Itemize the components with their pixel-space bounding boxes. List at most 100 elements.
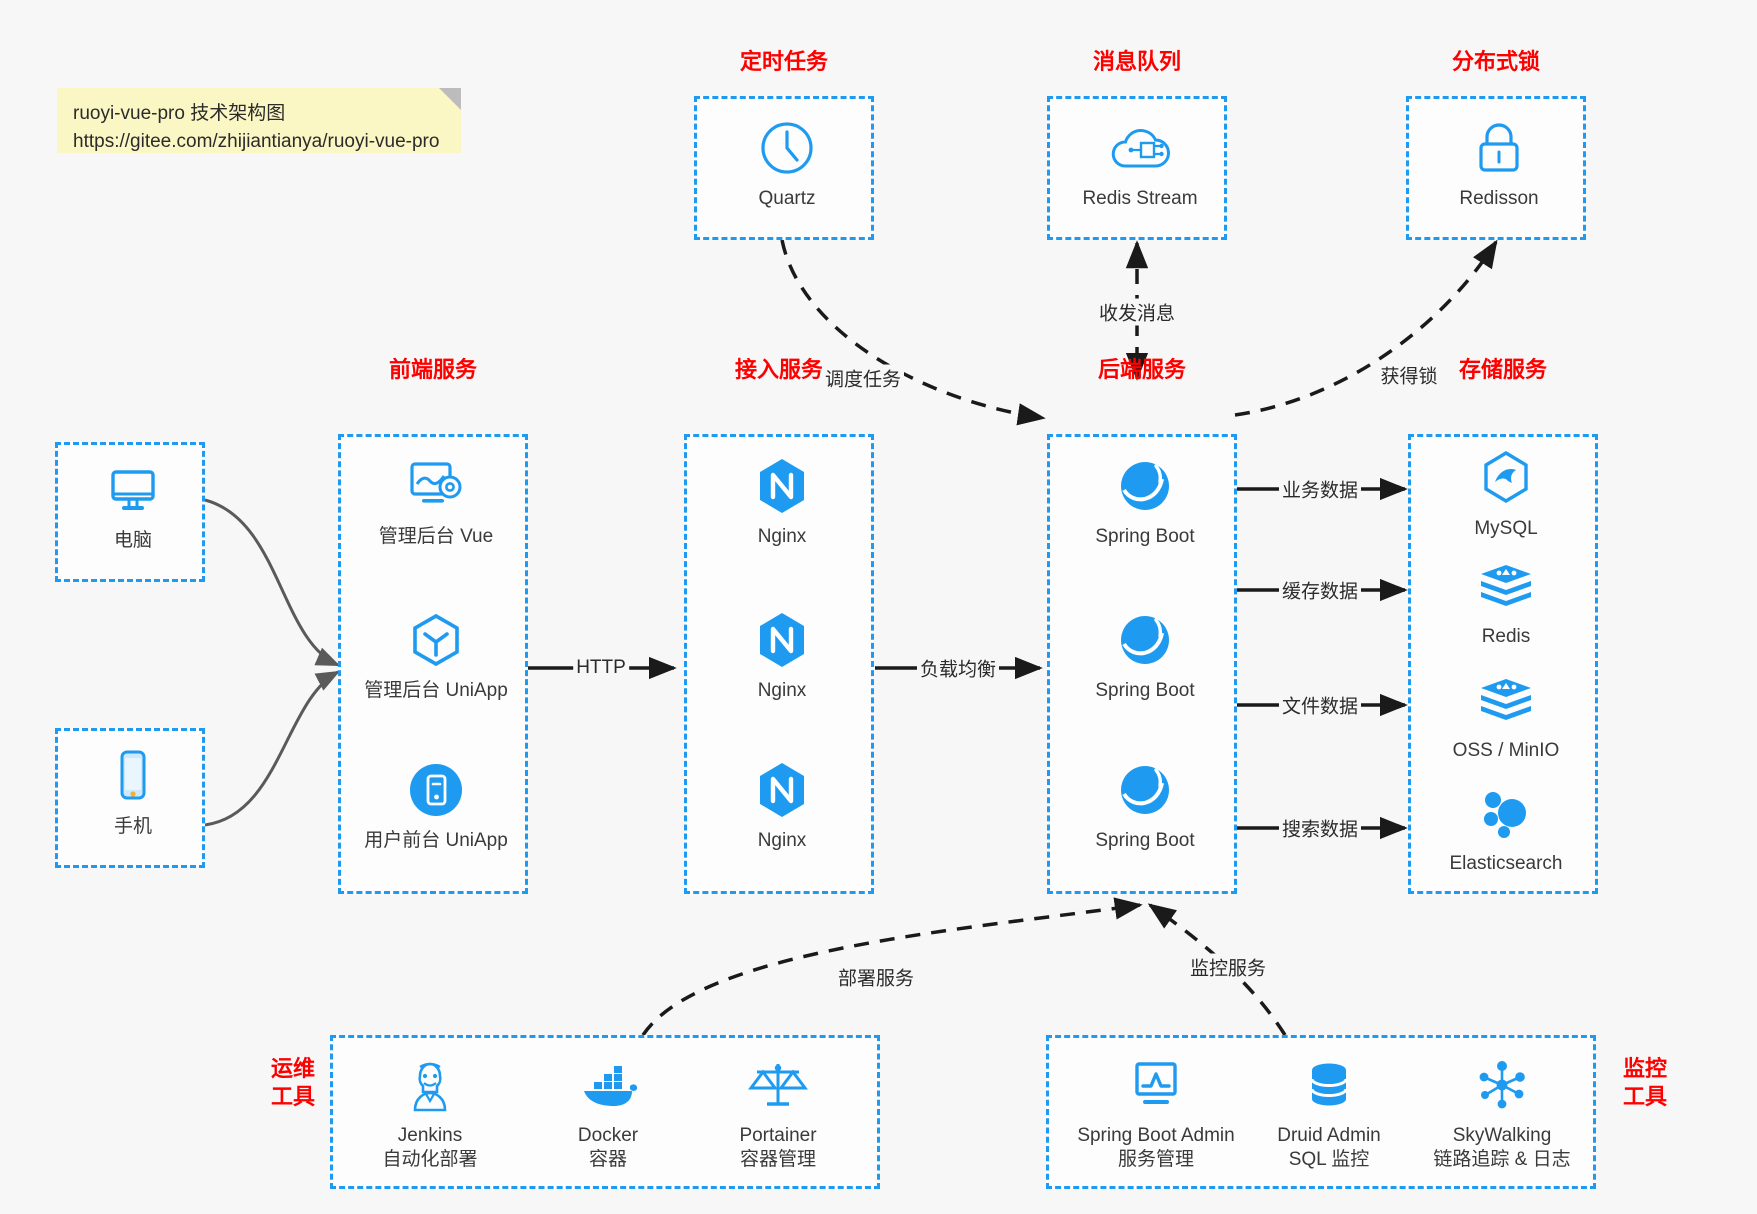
node-redisson[interactable]: Redisson — [1424, 117, 1574, 211]
node-skywalking[interactable]: SkyWalking 链路追踪 & 日志 — [1407, 1054, 1597, 1173]
edge-label-deploy-service: 部署服务 — [834, 963, 918, 991]
spring-boot-icon — [1070, 609, 1220, 671]
group-title-backend: 后端服务 — [1097, 357, 1186, 382]
mysql-icon — [1431, 447, 1581, 509]
node-sublabel: 容器 — [588, 1149, 627, 1171]
node-label: Druid Admin — [1277, 1125, 1381, 1146]
edge-label-send-receive-message: 收发消息 — [1095, 298, 1179, 326]
group-box-distributed-lock: Redisson — [1406, 96, 1586, 240]
nginx-icon — [707, 455, 857, 517]
node-portainer[interactable]: Portainer 容器管理 — [703, 1054, 853, 1173]
group-title-devops-line2: 工具 — [270, 1083, 315, 1109]
node-redis[interactable]: Redis — [1431, 555, 1581, 649]
edge-label-schedule-task: 调度任务 — [821, 364, 905, 392]
note-line-1: ruoyi-vue-pro 技术架构图 — [73, 103, 286, 124]
group-box-message-queue: Redis Stream — [1047, 96, 1227, 240]
node-spring-boot-admin[interactable]: Spring Boot Admin 服务管理 — [1061, 1054, 1251, 1173]
node-oss-minio[interactable]: OSS / MinIO — [1431, 669, 1581, 763]
node-label: Spring Boot — [1095, 526, 1195, 547]
edge-label-monitor-service: 监控服务 — [1186, 953, 1270, 981]
group-title-monitor-line1: 监控 — [1622, 1056, 1667, 1081]
edge-label-http: HTTP — [573, 657, 629, 679]
node-sublabel: SQL 监控 — [1288, 1149, 1370, 1171]
group-box-frontend: 管理后台 Vue 管理后台 UniApp 用户前台 UniApp — [338, 434, 528, 894]
note-line-2: https://gitee.com/zhijiantianya/ruoyi-vu… — [73, 130, 440, 152]
node-jenkins[interactable]: Jenkins 自动化部署 — [355, 1054, 505, 1173]
node-label: Redis Stream — [1082, 188, 1198, 209]
docker-whale-icon — [533, 1054, 683, 1116]
group-title-distributed-lock: 分布式锁 — [1451, 49, 1540, 74]
node-label: OSS / MinIO — [1452, 740, 1560, 761]
group-title-devops-line1: 运维 — [270, 1056, 315, 1081]
node-sublabel: 服务管理 — [1117, 1149, 1194, 1171]
node-spring-boot-2[interactable]: Spring Boot — [1070, 609, 1220, 703]
node-user-uniapp[interactable]: 用户前台 UniApp — [361, 759, 511, 853]
node-label: 电脑 — [113, 530, 152, 551]
edge-label-search-data: 搜索数据 — [1278, 814, 1362, 842]
node-label: Nginx — [757, 680, 807, 701]
node-desktop[interactable]: 电脑 — [58, 459, 208, 553]
node-quartz[interactable]: Quartz — [712, 117, 862, 211]
node-label: Spring Boot Admin — [1077, 1125, 1235, 1146]
node-mobile[interactable]: 手机 — [58, 745, 208, 839]
mobile-app-icon — [361, 759, 511, 821]
redis-icon — [1431, 555, 1581, 617]
group-title-monitor: 监控 工具 — [1610, 1055, 1680, 1110]
group-box-storage: MySQL Redis — [1408, 434, 1598, 894]
node-spring-boot-1[interactable]: Spring Boot — [1070, 455, 1220, 549]
jenkins-butler-icon — [355, 1054, 505, 1116]
node-spring-boot-3[interactable]: Spring Boot — [1070, 759, 1220, 853]
node-admin-uniapp[interactable]: 管理后台 UniApp — [361, 609, 511, 703]
node-label: SkyWalking — [1452, 1125, 1552, 1146]
dashboard-gear-icon — [361, 455, 511, 517]
node-nginx-3[interactable]: Nginx — [707, 759, 857, 853]
node-label: 管理后台 UniApp — [364, 680, 508, 701]
group-title-gateway: 接入服务 — [734, 357, 823, 382]
node-nginx-2[interactable]: Nginx — [707, 609, 857, 703]
clock-icon — [712, 117, 862, 179]
node-label: 用户前台 UniApp — [364, 830, 508, 851]
group-title-devops: 运维 工具 — [258, 1055, 328, 1110]
spring-boot-icon — [1070, 759, 1220, 821]
node-label: Elasticsearch — [1449, 853, 1563, 874]
node-label: Redisson — [1459, 188, 1539, 209]
edge-label-acquire-lock: 获得锁 — [1377, 361, 1441, 389]
desktop-computer-icon — [58, 459, 208, 521]
group-box-devops: Jenkins 自动化部署 Docker — [330, 1035, 880, 1189]
node-mysql[interactable]: MySQL — [1431, 447, 1581, 541]
edge-label-load-balance: 负载均衡 — [916, 654, 1000, 682]
scales-balance-icon — [703, 1054, 853, 1116]
spring-boot-icon — [1070, 455, 1220, 517]
node-label: Spring Boot — [1095, 830, 1195, 851]
node-label: Portainer — [739, 1125, 817, 1146]
node-elasticsearch[interactable]: Elasticsearch — [1431, 782, 1581, 876]
node-nginx-1[interactable]: Nginx — [707, 455, 857, 549]
node-admin-vue[interactable]: 管理后台 Vue — [361, 455, 511, 549]
cloud-network-icon — [1065, 117, 1215, 179]
group-box-monitor: Spring Boot Admin 服务管理 Druid Admin SQL 监… — [1046, 1035, 1596, 1189]
node-sublabel: 链路追踪 & 日志 — [1433, 1149, 1571, 1171]
cube-icon — [361, 609, 511, 671]
mobile-phone-icon — [58, 745, 208, 807]
elasticsearch-icon — [1431, 782, 1581, 844]
group-box-client-desktop: 电脑 — [55, 442, 205, 582]
group-title-frontend: 前端服务 — [388, 357, 477, 382]
node-label: 手机 — [113, 816, 152, 837]
node-label: Redis — [1481, 626, 1531, 647]
database-cylinder-icon — [1254, 1054, 1404, 1116]
note-fold-corner — [439, 88, 461, 110]
node-redis-stream[interactable]: Redis Stream — [1065, 117, 1215, 211]
node-network-icon — [1407, 1054, 1597, 1116]
node-druid-admin[interactable]: Druid Admin SQL 监控 — [1254, 1054, 1404, 1173]
group-title-storage: 存储服务 — [1458, 357, 1547, 382]
node-label: Docker — [577, 1125, 639, 1146]
group-box-scheduled-task: Quartz — [694, 96, 874, 240]
node-docker[interactable]: Docker 容器 — [533, 1054, 683, 1173]
edge-label-business-data: 业务数据 — [1278, 475, 1362, 503]
nginx-icon — [707, 609, 857, 671]
sticky-note: ruoyi-vue-pro 技术架构图 https://gitee.com/zh… — [57, 88, 461, 153]
node-label: Nginx — [757, 830, 807, 851]
group-title-scheduled-task: 定时任务 — [739, 49, 828, 74]
group-box-client-mobile: 手机 — [55, 728, 205, 868]
